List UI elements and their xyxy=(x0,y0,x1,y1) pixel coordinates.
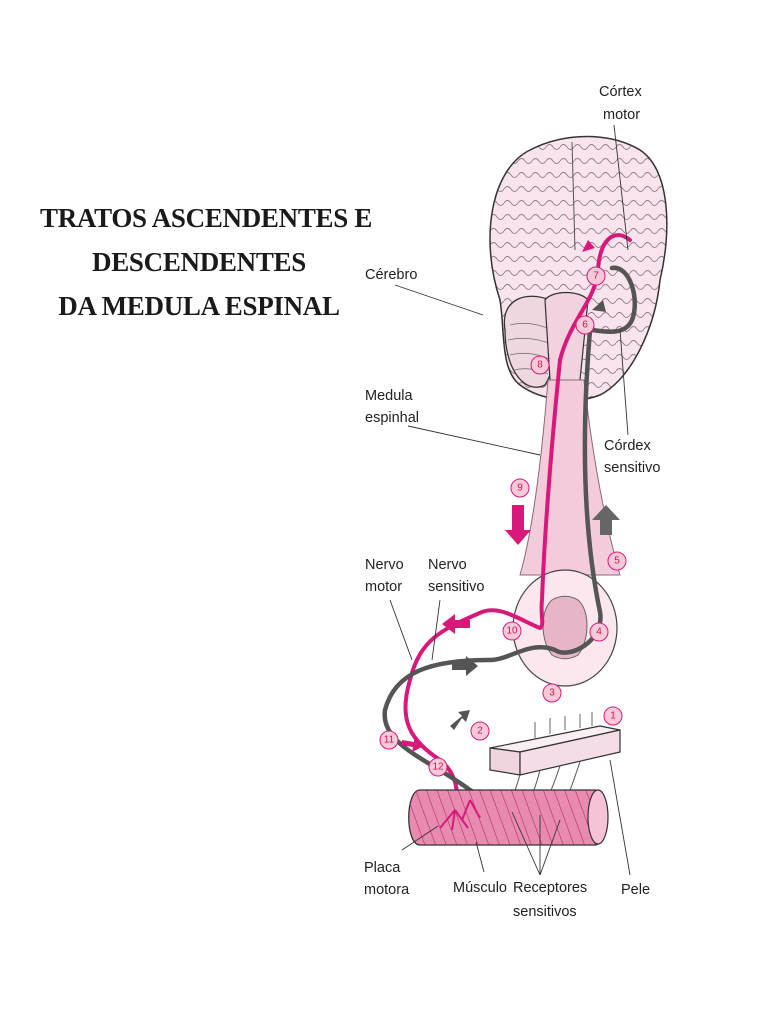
label-nervo-motor: Nervo motor xyxy=(365,557,408,595)
marker-12: 12 xyxy=(428,757,448,777)
step-markers: 1 2 3 4 5 6 7 8 9 10 11 12 xyxy=(379,266,627,777)
svg-text:6: 6 xyxy=(582,320,588,331)
up-arrow-icon xyxy=(592,505,620,535)
marker-2: 2 xyxy=(470,721,490,741)
leader-lines xyxy=(389,124,631,876)
marker-9: 9 xyxy=(510,478,530,498)
svg-text:8: 8 xyxy=(537,360,543,371)
left-arrow-icon xyxy=(442,614,470,634)
title-line-3: DA MEDULA ESPINAL xyxy=(58,291,340,321)
marker-7: 7 xyxy=(586,266,606,286)
labels: Córtex motor Cérebro Medula espinhal Cór… xyxy=(364,84,660,920)
title-line-1: TRATOS ASCENDENTES E xyxy=(40,203,373,233)
label-placa-motora: Placa motora xyxy=(364,860,410,898)
label-nervo-sensitivo: Nervo sensitivo xyxy=(428,557,484,595)
motor-pathway xyxy=(403,233,632,812)
svg-text:3: 3 xyxy=(549,688,555,699)
marker-5: 5 xyxy=(607,551,627,571)
title-line-2: DESCENDENTES xyxy=(92,247,306,277)
label-medula-espinhal: Medula espinhal xyxy=(365,388,419,426)
marker-3: 3 xyxy=(542,683,562,703)
small-pink-arrow-icon xyxy=(401,736,424,752)
label-cerebro: Cérebro xyxy=(365,267,417,283)
direction-arrows xyxy=(401,240,620,752)
label-cortex-sensitivo: Córdex sensitivo xyxy=(604,438,660,476)
page-title: TRATOS ASCENDENTES E DESCENDENTES DA MED… xyxy=(40,196,373,328)
marker-6: 6 xyxy=(575,315,595,335)
marker-4: 4 xyxy=(589,622,609,642)
diagonal-arrow-icon xyxy=(450,710,470,730)
marker-8: 8 xyxy=(530,355,550,375)
svg-text:9: 9 xyxy=(517,483,523,494)
sensory-pathway xyxy=(382,265,638,805)
label-cortex-motor: Córtex motor xyxy=(599,84,646,123)
marker-1: 1 xyxy=(603,706,623,726)
label-pele: Pele xyxy=(621,882,650,898)
marker-10: 10 xyxy=(502,621,522,641)
svg-text:12: 12 xyxy=(432,762,444,773)
svg-text:1: 1 xyxy=(610,711,616,722)
marker-11: 11 xyxy=(379,730,399,750)
label-musculo: Músculo xyxy=(453,880,507,896)
svg-text:2: 2 xyxy=(477,726,483,737)
down-arrow-icon xyxy=(505,505,531,545)
right-arrow-icon xyxy=(452,656,478,676)
svg-text:5: 5 xyxy=(614,556,620,567)
svg-text:4: 4 xyxy=(596,627,602,638)
svg-text:7: 7 xyxy=(593,271,599,282)
svg-text:10: 10 xyxy=(506,626,518,637)
label-receptores-sensitivos: Receptores sensitivos xyxy=(513,880,591,920)
svg-text:11: 11 xyxy=(384,735,395,746)
brain xyxy=(489,135,668,401)
muscle xyxy=(408,789,609,846)
